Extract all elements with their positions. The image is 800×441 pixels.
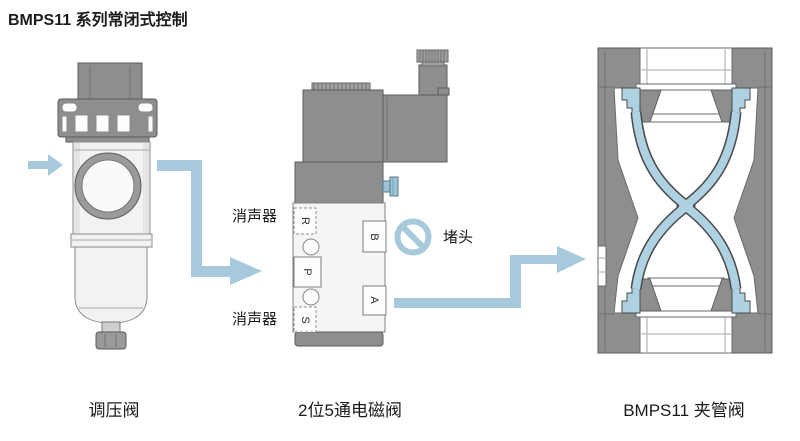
valve-adapter-block <box>294 161 384 204</box>
top-flange <box>635 83 737 91</box>
pinch-valve-caption: BMPS11 夹管阀 <box>623 401 745 420</box>
port-a-box <box>362 285 387 316</box>
port-r-box <box>293 207 317 235</box>
bottom-port <box>635 310 737 354</box>
port-hole-top <box>302 238 320 256</box>
drain-neck <box>101 321 121 333</box>
port-s-box <box>293 306 317 333</box>
bracket-ear-hole-right <box>137 102 154 113</box>
solenoid-valve: R P S B A <box>292 49 450 347</box>
cable-connector <box>416 49 450 96</box>
plug-prohibition-icon <box>394 218 432 256</box>
valve-body: R P S B A <box>292 202 387 347</box>
port-label-a: A <box>368 296 380 304</box>
inlet-port-notch <box>597 245 607 287</box>
valve-end-cap <box>294 331 384 347</box>
pinch-valve <box>597 47 773 354</box>
pinched-sleeve <box>621 87 751 314</box>
bracket-ear-hole-left <box>61 102 78 113</box>
flow-arrows <box>28 154 586 308</box>
port-hole-bottom <box>302 288 320 306</box>
drain-nut <box>95 331 127 350</box>
pilot-fitting <box>382 176 399 197</box>
port-b-box <box>362 220 387 253</box>
port-label-p: P <box>301 268 313 275</box>
bracket-slots <box>61 114 154 133</box>
bottom-flange <box>635 310 737 318</box>
regulator-body <box>70 141 153 248</box>
port-label-b: B <box>368 233 380 240</box>
muffler-label-bottom: 消声器 <box>232 310 277 328</box>
port-p-box <box>293 256 322 288</box>
plug-label: 堵头 <box>443 229 473 246</box>
clamp-jaws <box>639 89 733 312</box>
top-port <box>635 47 737 91</box>
inlet-arrow <box>28 154 63 176</box>
solenoid-to-pinch-valve-arrow <box>394 246 586 308</box>
armature-housing <box>382 94 448 163</box>
regulator-bracket <box>57 98 158 143</box>
regulator-caption: 调压阀 <box>89 401 140 420</box>
bracket-lip <box>65 136 150 143</box>
page-title: BMPS11 系列常闭式控制 <box>8 10 188 29</box>
regulator-bowl <box>74 246 148 350</box>
regulator-to-solenoid-arrow <box>157 160 262 285</box>
port-label-s: S <box>299 316 311 323</box>
solenoid-caption: 2位5通电磁阀 <box>298 401 402 420</box>
connector-cap-ribs <box>416 49 449 63</box>
pressure-regulator <box>57 62 158 350</box>
muffler-label-top: 消声器 <box>232 207 277 225</box>
tube-bore-top <box>647 113 725 123</box>
tube-bore-bottom <box>647 277 725 287</box>
port-label-r: R <box>299 217 311 225</box>
gauge-face <box>81 159 135 213</box>
solenoid-coil <box>302 89 384 163</box>
